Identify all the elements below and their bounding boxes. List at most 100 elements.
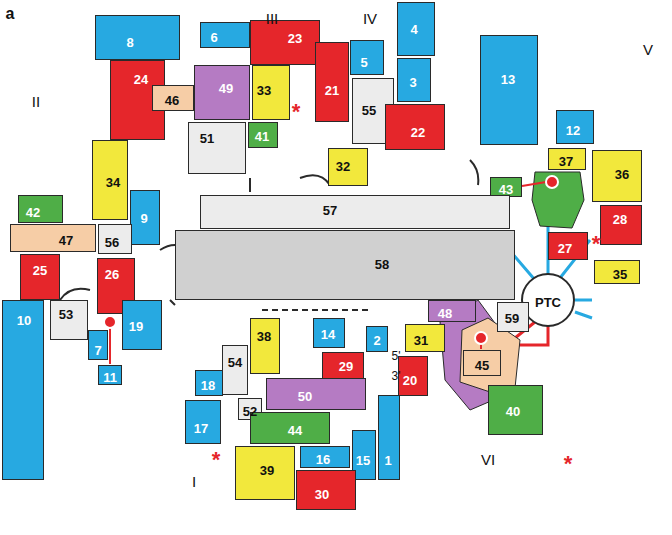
domain-label: III: [266, 11, 279, 26]
rna-region: 49: [194, 65, 250, 120]
region-number: 31: [414, 334, 428, 347]
rna-region: 7: [88, 330, 108, 360]
region-shape: [532, 172, 584, 228]
region-number: 18: [201, 379, 215, 392]
rna-region: 39: [235, 446, 295, 500]
region-number: 48: [438, 307, 452, 320]
region-number: 8: [126, 36, 133, 49]
rna-region: 27: [548, 232, 588, 260]
rna-region: 5: [350, 40, 384, 75]
domain-label: *: [592, 233, 601, 255]
region-number: 28: [613, 213, 627, 226]
region-number: 15: [356, 454, 370, 467]
region-number: 52: [243, 405, 257, 418]
rna-region: 40: [488, 385, 543, 435]
rna-region: 18: [195, 370, 223, 396]
rna-region: 51: [188, 122, 246, 174]
rna-region: 58: [175, 230, 515, 300]
rna-region: 59: [497, 302, 529, 332]
rna-region: 33: [252, 65, 290, 120]
dashed-line: [262, 309, 368, 311]
rna-region: 38: [250, 318, 280, 374]
rna-region: 1: [378, 395, 400, 480]
rna-region: 2: [366, 326, 388, 352]
rna-region: 19: [122, 300, 162, 350]
region-number: 19: [129, 320, 143, 333]
rna-region: 36: [592, 150, 642, 202]
region-number: 57: [323, 204, 337, 217]
region-number: 54: [228, 356, 242, 369]
region-number: 34: [106, 176, 120, 189]
region-number: 37: [559, 155, 573, 168]
leader-line: [109, 328, 111, 364]
rna-region: 17: [185, 400, 221, 444]
rna-region: 25: [20, 254, 60, 300]
rna-region: 32: [328, 148, 368, 186]
rna-region: 9: [130, 190, 160, 245]
domain-label: 3': [392, 370, 401, 382]
region-number: 51: [200, 132, 214, 145]
domain-label: *: [292, 101, 301, 123]
region-number: 40: [506, 405, 520, 418]
rna-region: 6: [200, 22, 250, 48]
rna-region: 8: [95, 15, 180, 60]
domain-label: 5': [392, 350, 401, 362]
region-number: 7: [94, 344, 101, 357]
region-number: 30: [315, 488, 329, 501]
region-number: 58: [375, 258, 389, 271]
rna-region: 22: [385, 104, 445, 150]
site-dot: [104, 316, 116, 328]
region-number: 5: [360, 56, 367, 69]
rna-region: 14: [313, 318, 345, 348]
region-number: 26: [105, 268, 119, 281]
rna-region: 50: [266, 378, 366, 410]
region-number: 21: [325, 84, 339, 97]
rna-region: 11: [98, 365, 122, 385]
region-number: 29: [339, 360, 353, 373]
rna-region: 46: [152, 85, 194, 111]
region-number: 24: [134, 73, 148, 86]
region-number: 6: [210, 31, 217, 44]
rna-region: 21: [315, 42, 349, 122]
rna-region: 4: [397, 2, 435, 56]
region-number: 42: [26, 206, 40, 219]
rna-region: 23: [250, 20, 320, 65]
rna-region: 12: [556, 110, 594, 144]
region-number: 23: [288, 32, 302, 45]
region-number: 35: [613, 268, 627, 281]
region-number: 39: [260, 464, 274, 477]
region-number: 13: [501, 73, 515, 86]
rna-region: 56: [98, 224, 132, 254]
domain-label: a: [6, 6, 15, 22]
region-number: 14: [321, 328, 335, 341]
region-number: 2: [373, 334, 380, 347]
region-number: 20: [403, 374, 417, 387]
rna-region: 3: [397, 58, 431, 102]
rna-region: 48: [428, 300, 476, 322]
region-number: 10: [17, 314, 31, 327]
rna-region: 57: [200, 195, 510, 229]
region-number: 38: [257, 330, 271, 343]
rna-region: 42: [18, 195, 63, 223]
region-number: 16: [316, 453, 330, 466]
region-number: 44: [288, 424, 302, 437]
rna-region: 41: [248, 122, 278, 148]
domain-label: II: [32, 94, 40, 109]
region-number: 59: [505, 312, 519, 325]
rna-region: 35: [594, 260, 640, 284]
region-number: 12: [566, 124, 580, 137]
rna-region: 10: [2, 300, 44, 480]
region-number: 49: [219, 82, 233, 95]
region-number: 17: [194, 422, 208, 435]
domain-label: *: [212, 449, 221, 471]
region-number: 36: [615, 168, 629, 181]
region-number: 47: [59, 234, 73, 247]
region-number: 56: [105, 236, 119, 249]
region-number: 11: [103, 371, 117, 384]
rna-region: 44: [250, 412, 330, 444]
region-number: 53: [59, 308, 73, 321]
domain-label: *: [564, 453, 573, 475]
rna-region: 43: [490, 177, 522, 197]
region-number: 33: [257, 84, 271, 97]
